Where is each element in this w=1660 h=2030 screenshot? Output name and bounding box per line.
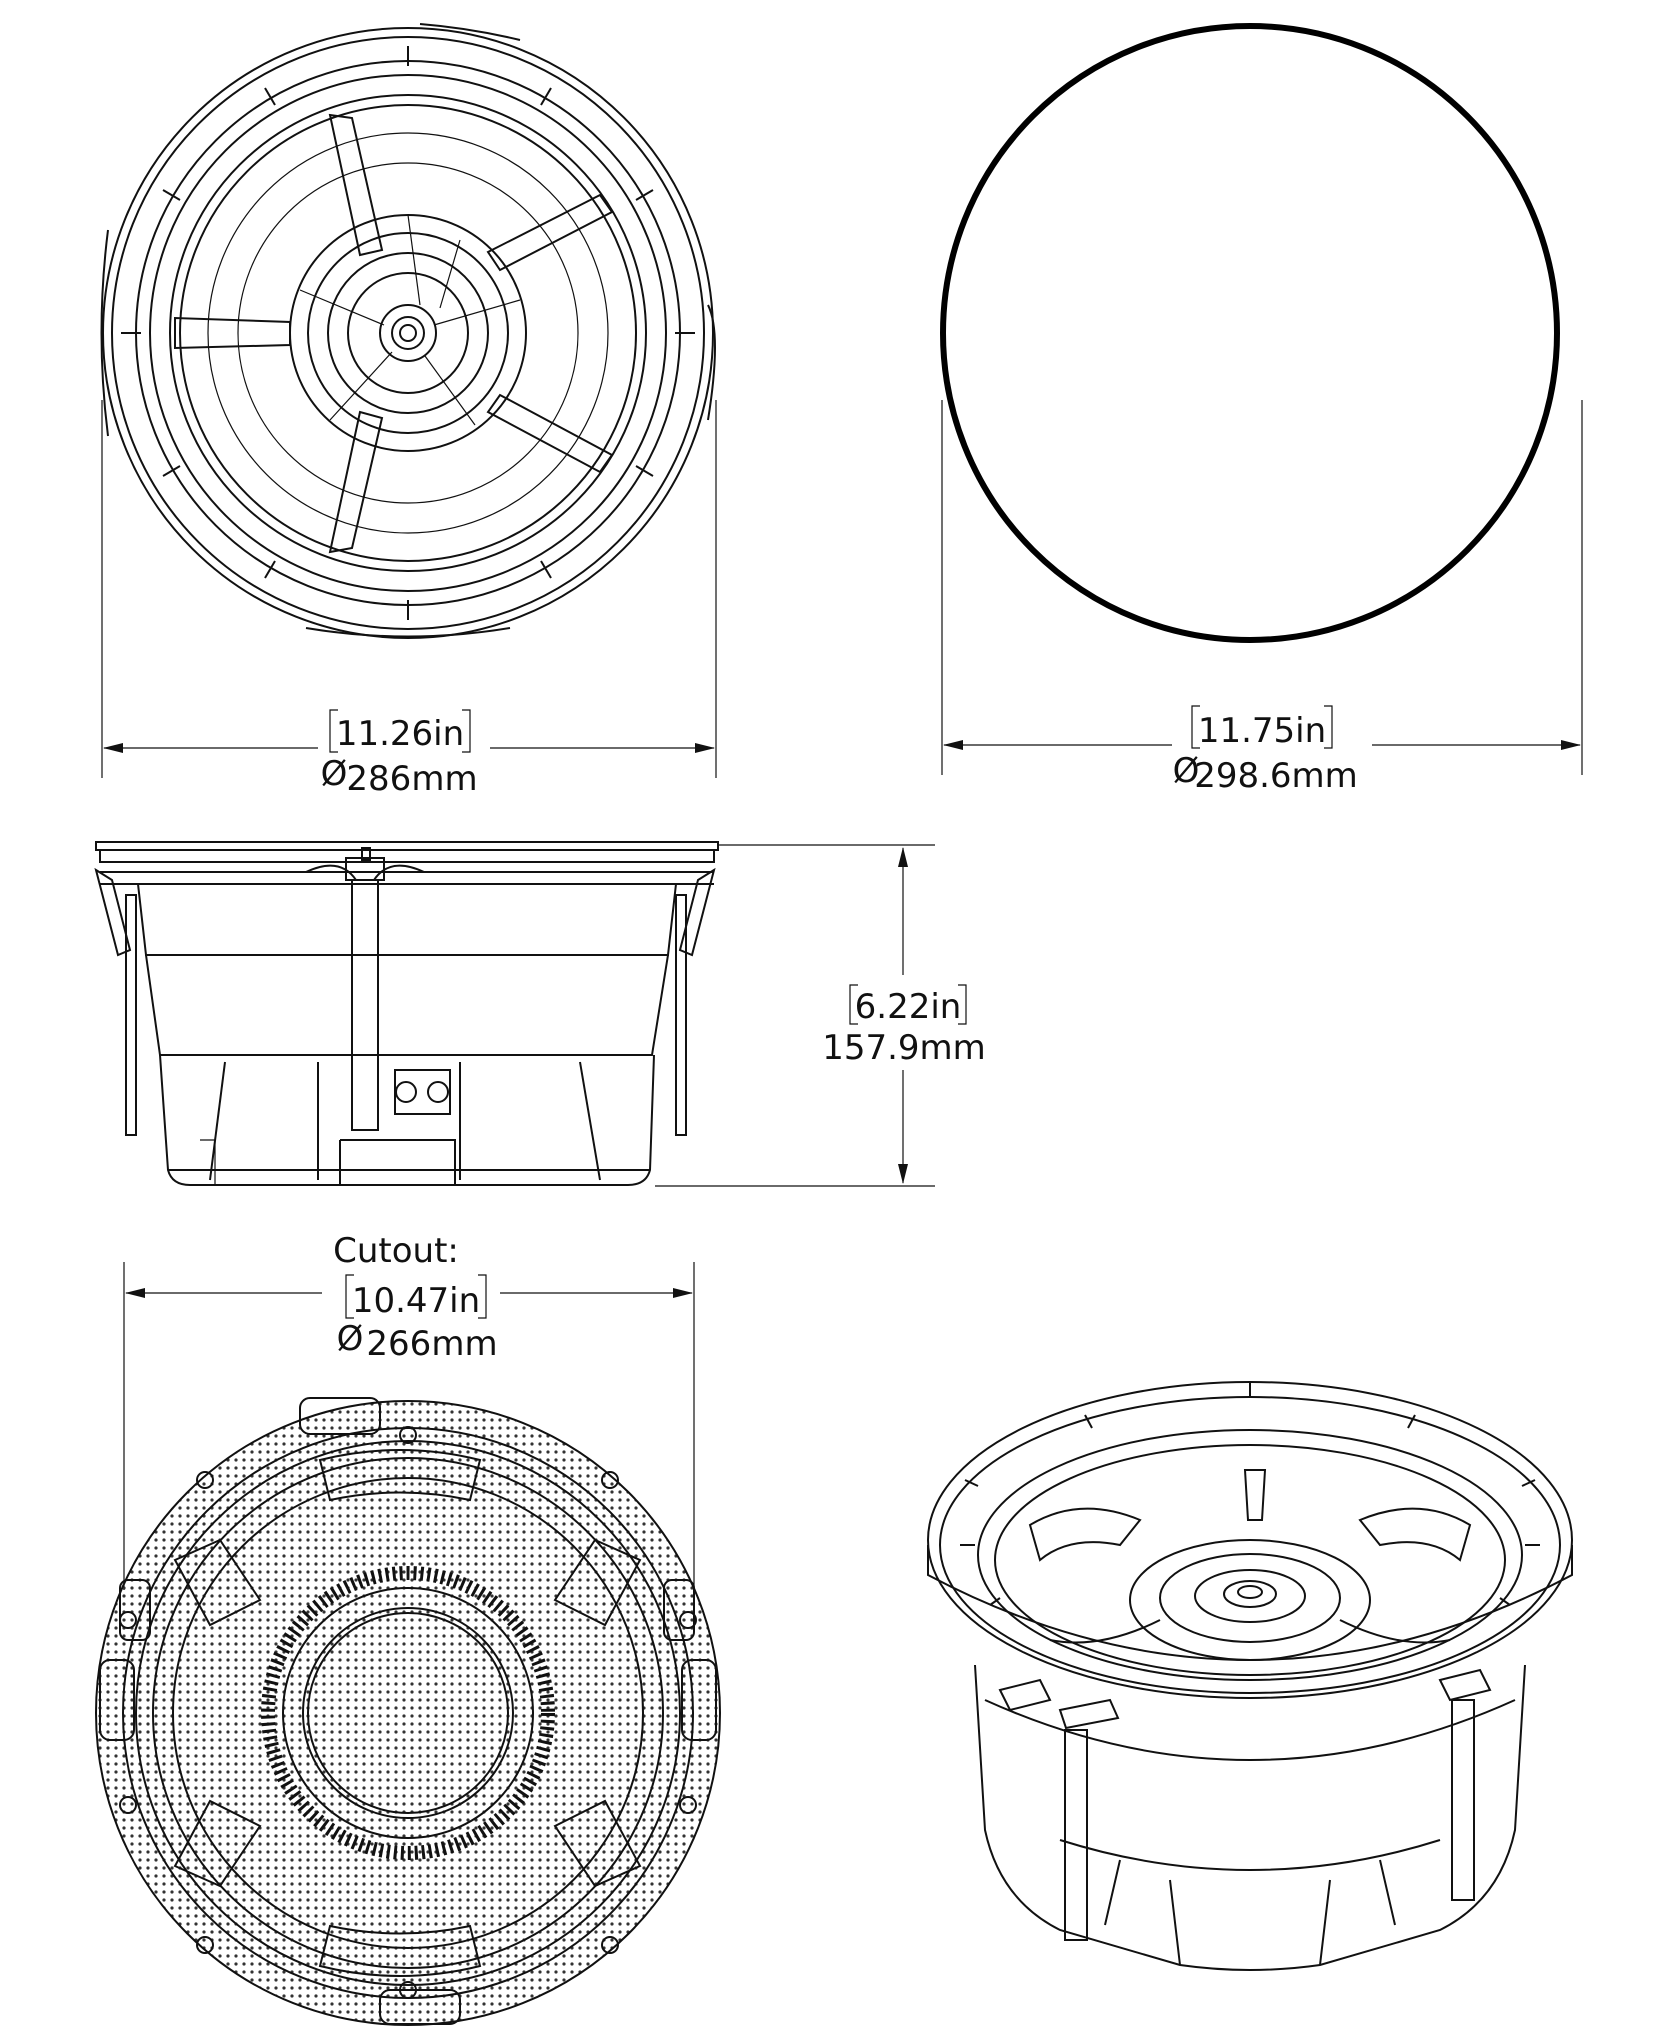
front-width-dimension: 11.26in Ø 286mm bbox=[101, 400, 717, 799]
depth-imperial: 6.22in bbox=[855, 987, 962, 1027]
rear-vents bbox=[173, 1449, 642, 1977]
diameter-symbol: Ø bbox=[337, 1319, 364, 1359]
iso-tick-marks bbox=[960, 1383, 1540, 1606]
woofer-spokes bbox=[174, 113, 614, 554]
rear-magnet bbox=[261, 1566, 555, 1860]
grille-width-imperial: 11.75in bbox=[1198, 711, 1326, 751]
front-width-metric: 286mm bbox=[346, 759, 477, 799]
rear-clamp-pads bbox=[99, 1397, 717, 2025]
ring-tick-marks bbox=[121, 46, 695, 620]
front-view bbox=[100, 23, 716, 639]
cutout-metric: 266mm bbox=[366, 1324, 497, 1364]
tweeter-assembly bbox=[289, 214, 527, 452]
grille-view bbox=[940, 23, 1560, 643]
diameter-symbol: Ø bbox=[321, 754, 348, 794]
rear-view bbox=[95, 1397, 721, 2026]
cutout-imperial: 10.47in bbox=[352, 1281, 480, 1321]
rear-screws bbox=[119, 1426, 697, 1999]
depth-metric: 157.9mm bbox=[822, 1028, 986, 1068]
cutout-label: Cutout: bbox=[333, 1231, 459, 1271]
depth-dimension: 6.22in 157.9mm bbox=[655, 844, 986, 1187]
grille-width-dimension: 11.75in Ø 298.6mm bbox=[941, 400, 1583, 796]
diameter-symbol: Ø bbox=[1173, 751, 1200, 791]
isometric-view bbox=[927, 1381, 1573, 1971]
front-width-imperial: 11.26in bbox=[336, 714, 464, 754]
cutout-dimension: Cutout: 10.47in Ø 266mm bbox=[123, 1231, 695, 1590]
side-view bbox=[94, 841, 719, 1186]
grille-width-metric: 298.6mm bbox=[1194, 756, 1358, 796]
